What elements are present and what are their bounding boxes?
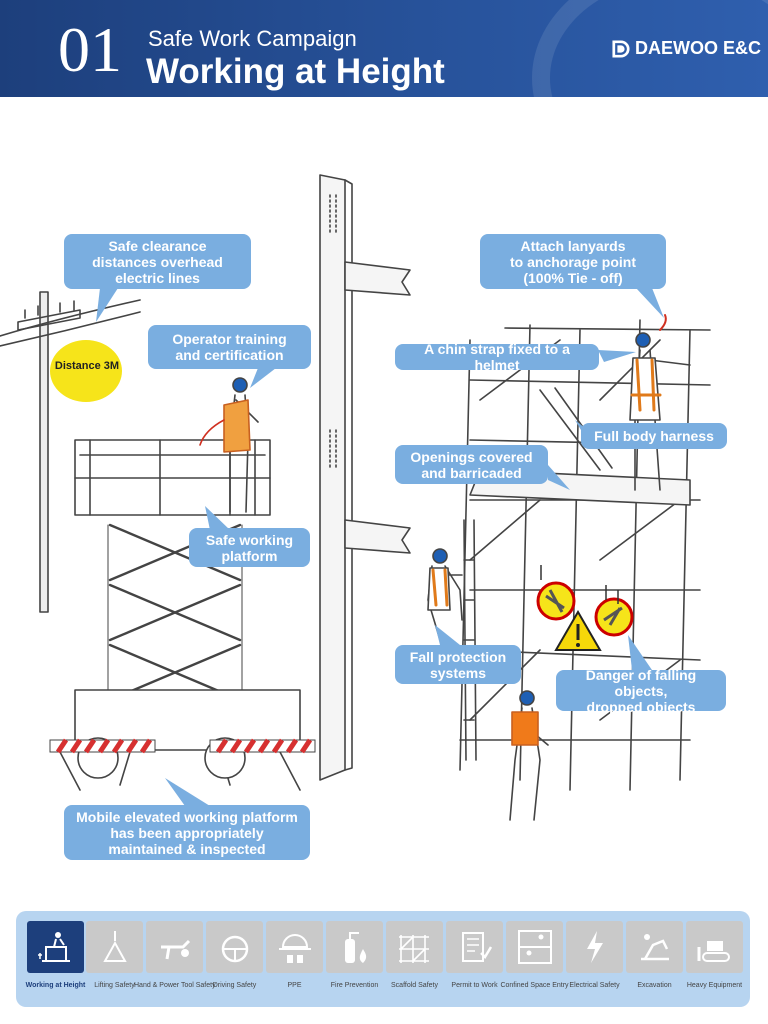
nav-label: Permit to Work (451, 982, 498, 989)
nav-label: Heavy Equipment (686, 982, 743, 989)
nav-label: Lifting Safety (94, 982, 135, 989)
nav-label: Working at Height (25, 982, 86, 989)
crane-lift-icon (86, 921, 143, 973)
callout-safe-platform: Safe working platform (189, 528, 310, 567)
callout-chin-strap: A chin strap fixed to a helmet (395, 341, 599, 373)
campaign-number: 01 (58, 14, 122, 85)
nav-item-excavation[interactable]: Excavation (626, 921, 683, 1003)
steering-wheel-icon (206, 921, 263, 973)
worker-on-ladder (427, 548, 463, 641)
nav-item-fire-prevention[interactable]: Fire Prevention (326, 921, 383, 1003)
barrier-stripes (49, 738, 316, 754)
campaign-subtitle: Safe Work Campaign (148, 26, 357, 51)
nav-label: Driving Safety (212, 982, 257, 989)
working-at-height-illustration (0, 174, 711, 821)
page-header: 01 Safe Work Campaign Working at Height … (0, 0, 768, 97)
nav-item-confined-space[interactable]: Confined Space Entry (500, 921, 569, 1003)
worker-on-lift (199, 377, 259, 513)
nav-item-driving-safety[interactable]: Driving Safety (206, 921, 263, 1003)
callout-openings-covered: Openings covered and barricaded (395, 445, 548, 484)
excavation-icon (626, 921, 683, 973)
callout-attach-lanyards: Attach lanyards to anchorage point (100%… (480, 234, 666, 289)
worker-on-scaffold (629, 314, 691, 491)
callout-openings-covered-text: Openings covered and barricaded (410, 448, 533, 481)
callout-pointers (96, 288, 664, 806)
nav-item-lifting-safety[interactable]: Lifting Safety (86, 921, 143, 1003)
callout-falling-objects: Danger of falling objects, dropped objec… (556, 667, 726, 715)
brand-mark-icon (612, 39, 630, 58)
scaffold-icon (386, 921, 443, 973)
callout-safe-platform-text: Safe working platform (205, 531, 294, 564)
falling-object-warning-signs (536, 565, 634, 651)
callout-full-body-harness-text: Full body harness (594, 428, 714, 444)
callout-operator-training: Operator training and certification (148, 325, 311, 369)
bulldozer-icon (686, 921, 743, 973)
nav-label: Fire Prevention (330, 982, 379, 989)
campaign-topic-nav: Working at Height Lifting Safety Hand & … (16, 911, 750, 1007)
power-tool-icon (146, 921, 203, 973)
callout-mobile-platform: Mobile elevated working platform has bee… (64, 805, 310, 860)
nav-label: Scaffold Safety (391, 982, 438, 989)
nav-label: PPE (287, 982, 302, 989)
callout-operator-training-text: Operator training and certification (172, 331, 287, 363)
callout-mobile-platform-text: Mobile elevated working platform has bee… (76, 808, 298, 857)
worker-at-height-icon (27, 921, 84, 973)
brand-logo: DAEWOO E&C (612, 38, 761, 59)
callout-safe-clearance: Safe clearance distances overhead electr… (64, 234, 251, 289)
worker-on-ground (509, 690, 549, 821)
helmet-icon (266, 921, 323, 973)
nav-item-hand-power-tool[interactable]: Hand & Power Tool Safety (134, 921, 216, 1003)
callout-full-body-harness: Full body harness (581, 423, 727, 449)
fire-extinguisher-icon (326, 921, 383, 973)
nav-item-scaffold-safety[interactable]: Scaffold Safety (386, 921, 443, 1003)
callout-chin-strap-text: A chin strap fixed to a helmet (424, 341, 570, 373)
nav-item-electrical-safety[interactable]: Electrical Safety (566, 921, 623, 1003)
distance-label: Distance 3M (54, 360, 120, 372)
scaffold-structure (459, 319, 711, 791)
brand-name: DAEWOO E&C (635, 38, 761, 58)
steel-column (319, 174, 411, 781)
callout-safe-clearance-text: Safe clearance distances overhead electr… (92, 237, 223, 286)
nav-item-permit-to-work[interactable]: Permit to Work (446, 921, 503, 1003)
nav-label: Electrical Safety (569, 982, 620, 989)
scissor-lift (59, 439, 301, 791)
callout-fall-protection-text: Fall protection systems (409, 648, 507, 681)
callout-attach-lanyards-text: Attach lanyards to anchorage point (100%… (510, 237, 636, 286)
page-title: Working at Height (146, 52, 445, 91)
nav-item-heavy-equipment[interactable]: Heavy Equipment (686, 921, 743, 1003)
nav-label: Hand & Power Tool Safety (134, 982, 216, 989)
utility-pole (0, 291, 141, 613)
electrical-icon (566, 921, 623, 973)
nav-item-working-at-height[interactable]: Working at Height (26, 921, 85, 1003)
callout-fall-protection: Fall protection systems (395, 645, 521, 684)
confined-space-icon (506, 921, 563, 973)
nav-label: Confined Space Entry (500, 982, 569, 989)
distance-warning-sign: Distance 3M (50, 340, 122, 402)
permit-document-icon (446, 921, 503, 973)
callout-falling-objects-text: Danger of falling objects, dropped objec… (585, 666, 697, 715)
nav-item-ppe[interactable]: PPE (266, 921, 323, 1003)
nav-label: Excavation (637, 982, 672, 989)
